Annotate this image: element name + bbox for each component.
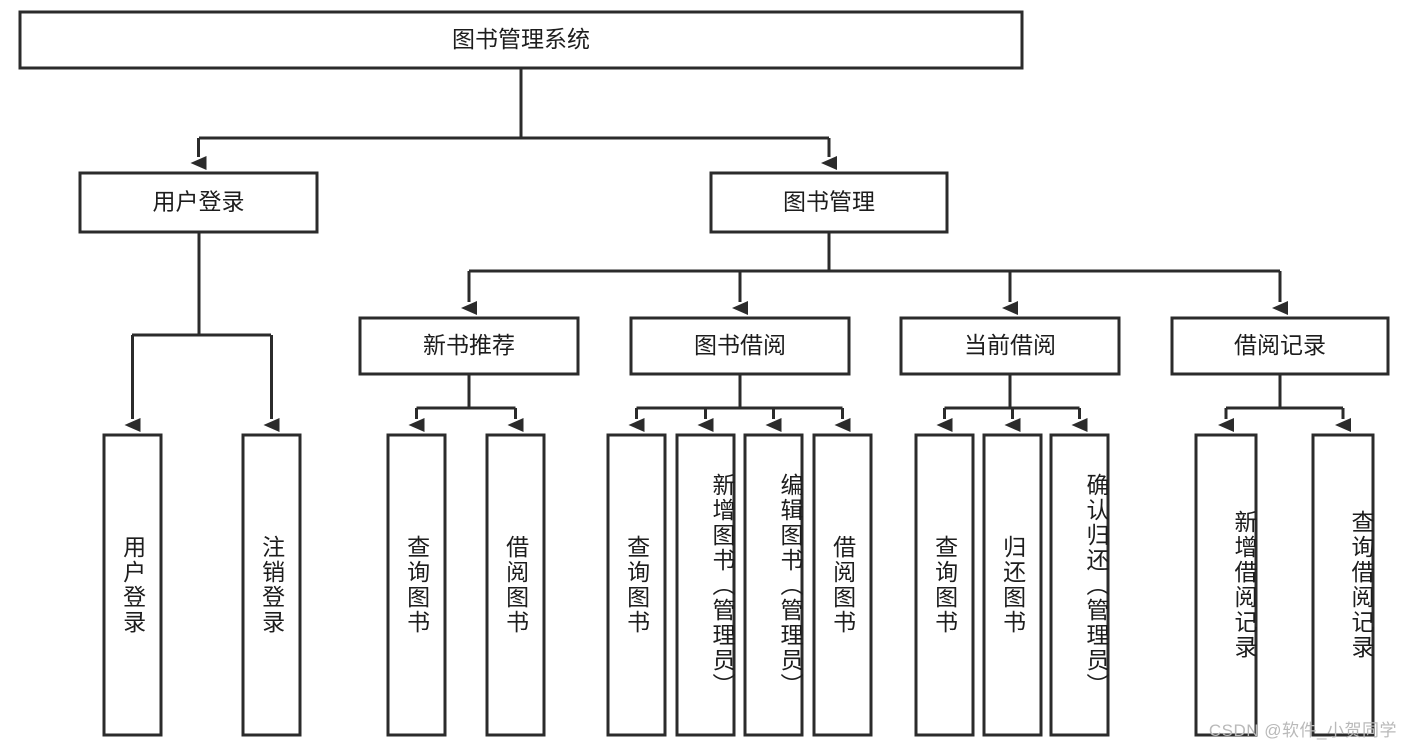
- node-box-current-borrow[interactable]: [899, 316, 1121, 376]
- node-box-leaf-edit-book[interactable]: [743, 433, 804, 737]
- node-box-leaf-user-login[interactable]: [102, 433, 163, 737]
- node-label-book-manage: 图书管理: [783, 189, 875, 215]
- node-box-leaf-query-record[interactable]: [1311, 433, 1375, 737]
- node-box-leaf-borrow-book-1[interactable]: [485, 433, 546, 737]
- node-label-current-borrow: 当前借阅: [964, 332, 1056, 358]
- node-box-user-login[interactable]: [78, 171, 319, 234]
- node-label-book-borrow: 图书借阅: [694, 332, 786, 358]
- node-box-book-borrow[interactable]: [629, 316, 851, 376]
- node-box-root[interactable]: [18, 10, 1024, 70]
- node-box-leaf-add-record[interactable]: [1194, 433, 1258, 737]
- node-box-leaf-confirm-return[interactable]: [1049, 433, 1110, 737]
- connector-layer: [124, 68, 1351, 432]
- node-box-leaf-logout[interactable]: [241, 433, 302, 737]
- node-label-user-login: 用户登录: [153, 189, 245, 215]
- node-box-leaf-return-book[interactable]: [982, 433, 1043, 737]
- node-box-leaf-add-book[interactable]: [675, 433, 736, 737]
- node-box-borrow-record[interactable]: [1170, 316, 1390, 376]
- node-label-root: 图书管理系统: [452, 26, 590, 52]
- node-box-layer: [18, 10, 1390, 737]
- node-label-borrow-record: 借阅记录: [1234, 332, 1326, 358]
- node-box-book-manage[interactable]: [709, 171, 949, 234]
- node-box-leaf-borrow-book-2[interactable]: [812, 433, 873, 737]
- node-box-leaf-query-book-1[interactable]: [386, 433, 447, 737]
- node-box-leaf-query-book-2[interactable]: [606, 433, 667, 737]
- node-box-new-book-recommend[interactable]: [358, 316, 580, 376]
- watermark: CSDN @软件_小贺同学: [1208, 721, 1397, 740]
- node-box-leaf-query-book-3[interactable]: [914, 433, 975, 737]
- node-label-new-book-recommend: 新书推荐: [423, 332, 515, 358]
